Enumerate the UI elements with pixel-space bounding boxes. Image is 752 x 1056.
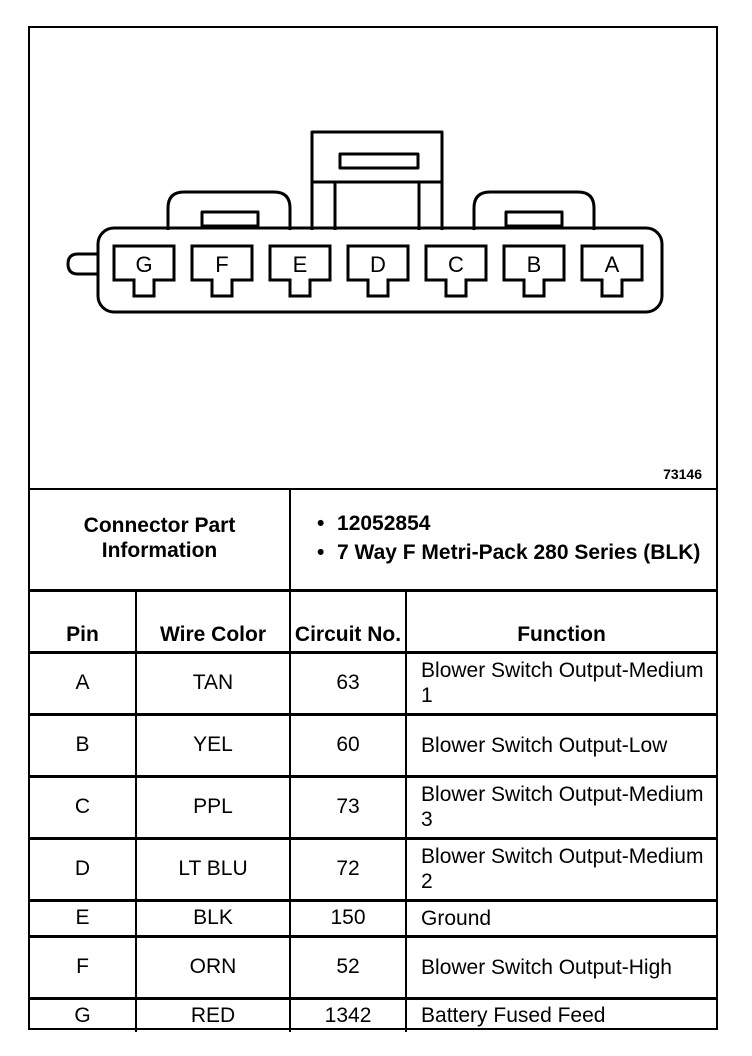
function-cell: Ground [405,898,717,937]
pin-label-f: F [215,252,228,277]
pin-cavity-d [346,244,410,298]
pin-cell: C [30,774,137,839]
wire-color-cell: TAN [134,650,292,715]
connector-info-table: Connector Part Information 12052854 7 Wa… [30,488,717,1032]
wire-color-cell: ORN [134,934,292,999]
circuit-cell: 1342 [289,996,408,1032]
circuit-cell: 72 [289,836,408,901]
circuit-cell: 150 [289,898,408,937]
function-cell: Blower Switch Output-Medium 1 [405,650,717,715]
wire-color-cell: BLK [134,898,292,937]
pin-cell: B [30,712,137,777]
table-row: F ORN 52 Blower Switch Output-High [30,934,717,999]
pin-label-e: E [293,252,308,277]
pin-cavity-c [424,244,488,298]
table-row: C PPL 73 Blower Switch Output-Medium 3 [30,774,717,839]
pin-cell: F [30,934,137,999]
circuit-cell: 73 [289,774,408,839]
function-cell: Battery Fused Feed [405,996,717,1032]
function-cell: Blower Switch Output-Medium 3 [405,774,717,839]
figure-number: 73146 [663,466,702,482]
table-row: B YEL 60 Blower Switch Output-Low [30,712,717,777]
pin-cell: G [30,996,137,1032]
pin-label-a: A [605,252,620,277]
connector-description: 7 Way F Metri-Pack 280 Series (BLK) [317,540,716,565]
pin-cavity-g [112,244,176,298]
pin-cell: D [30,836,137,901]
pin-cell: E [30,898,137,937]
pin-cavity-b [502,244,566,298]
wire-color-cell: PPL [134,774,292,839]
pin-cavity-a [580,244,644,298]
circuit-cell: 63 [289,650,408,715]
pin-label-c: C [448,252,464,277]
table-row: E BLK 150 Ground [30,898,717,937]
function-cell: Blower Switch Output-Medium 2 [405,836,717,901]
header-circuit-no: Circuit No. [289,588,408,653]
header-pin: Pin [30,588,137,653]
table-row: D LT BLU 72 Blower Switch Output-Medium … [30,836,717,901]
function-cell: Blower Switch Output-Low [405,712,717,777]
function-cell: Blower Switch Output-High [405,934,717,999]
wire-color-cell: LT BLU [134,836,292,901]
connector-part-info-label: Connector Part Information [30,488,292,591]
connector-diagram: G F E D C B A 73146 [30,28,716,490]
wire-color-cell: RED [134,996,292,1032]
connector-part-info: 12052854 7 Way F Metri-Pack 280 Series (… [289,488,717,591]
circuit-cell: 52 [289,934,408,999]
pin-label-d: D [370,252,386,277]
pin-cavity-f [190,244,254,298]
pin-cavity-e [268,244,332,298]
pin-label-b: B [527,252,542,277]
pin-label-g: G [135,252,152,277]
wire-color-cell: YEL [134,712,292,777]
table-row: A TAN 63 Blower Switch Output-Medium 1 [30,650,717,715]
circuit-cell: 60 [289,712,408,777]
header-wire-color: Wire Color [134,588,292,653]
table-row: G RED 1342 Battery Fused Feed [30,996,717,1032]
part-number: 12052854 [317,511,716,536]
pin-cell: A [30,650,137,715]
header-function: Function [405,588,717,653]
